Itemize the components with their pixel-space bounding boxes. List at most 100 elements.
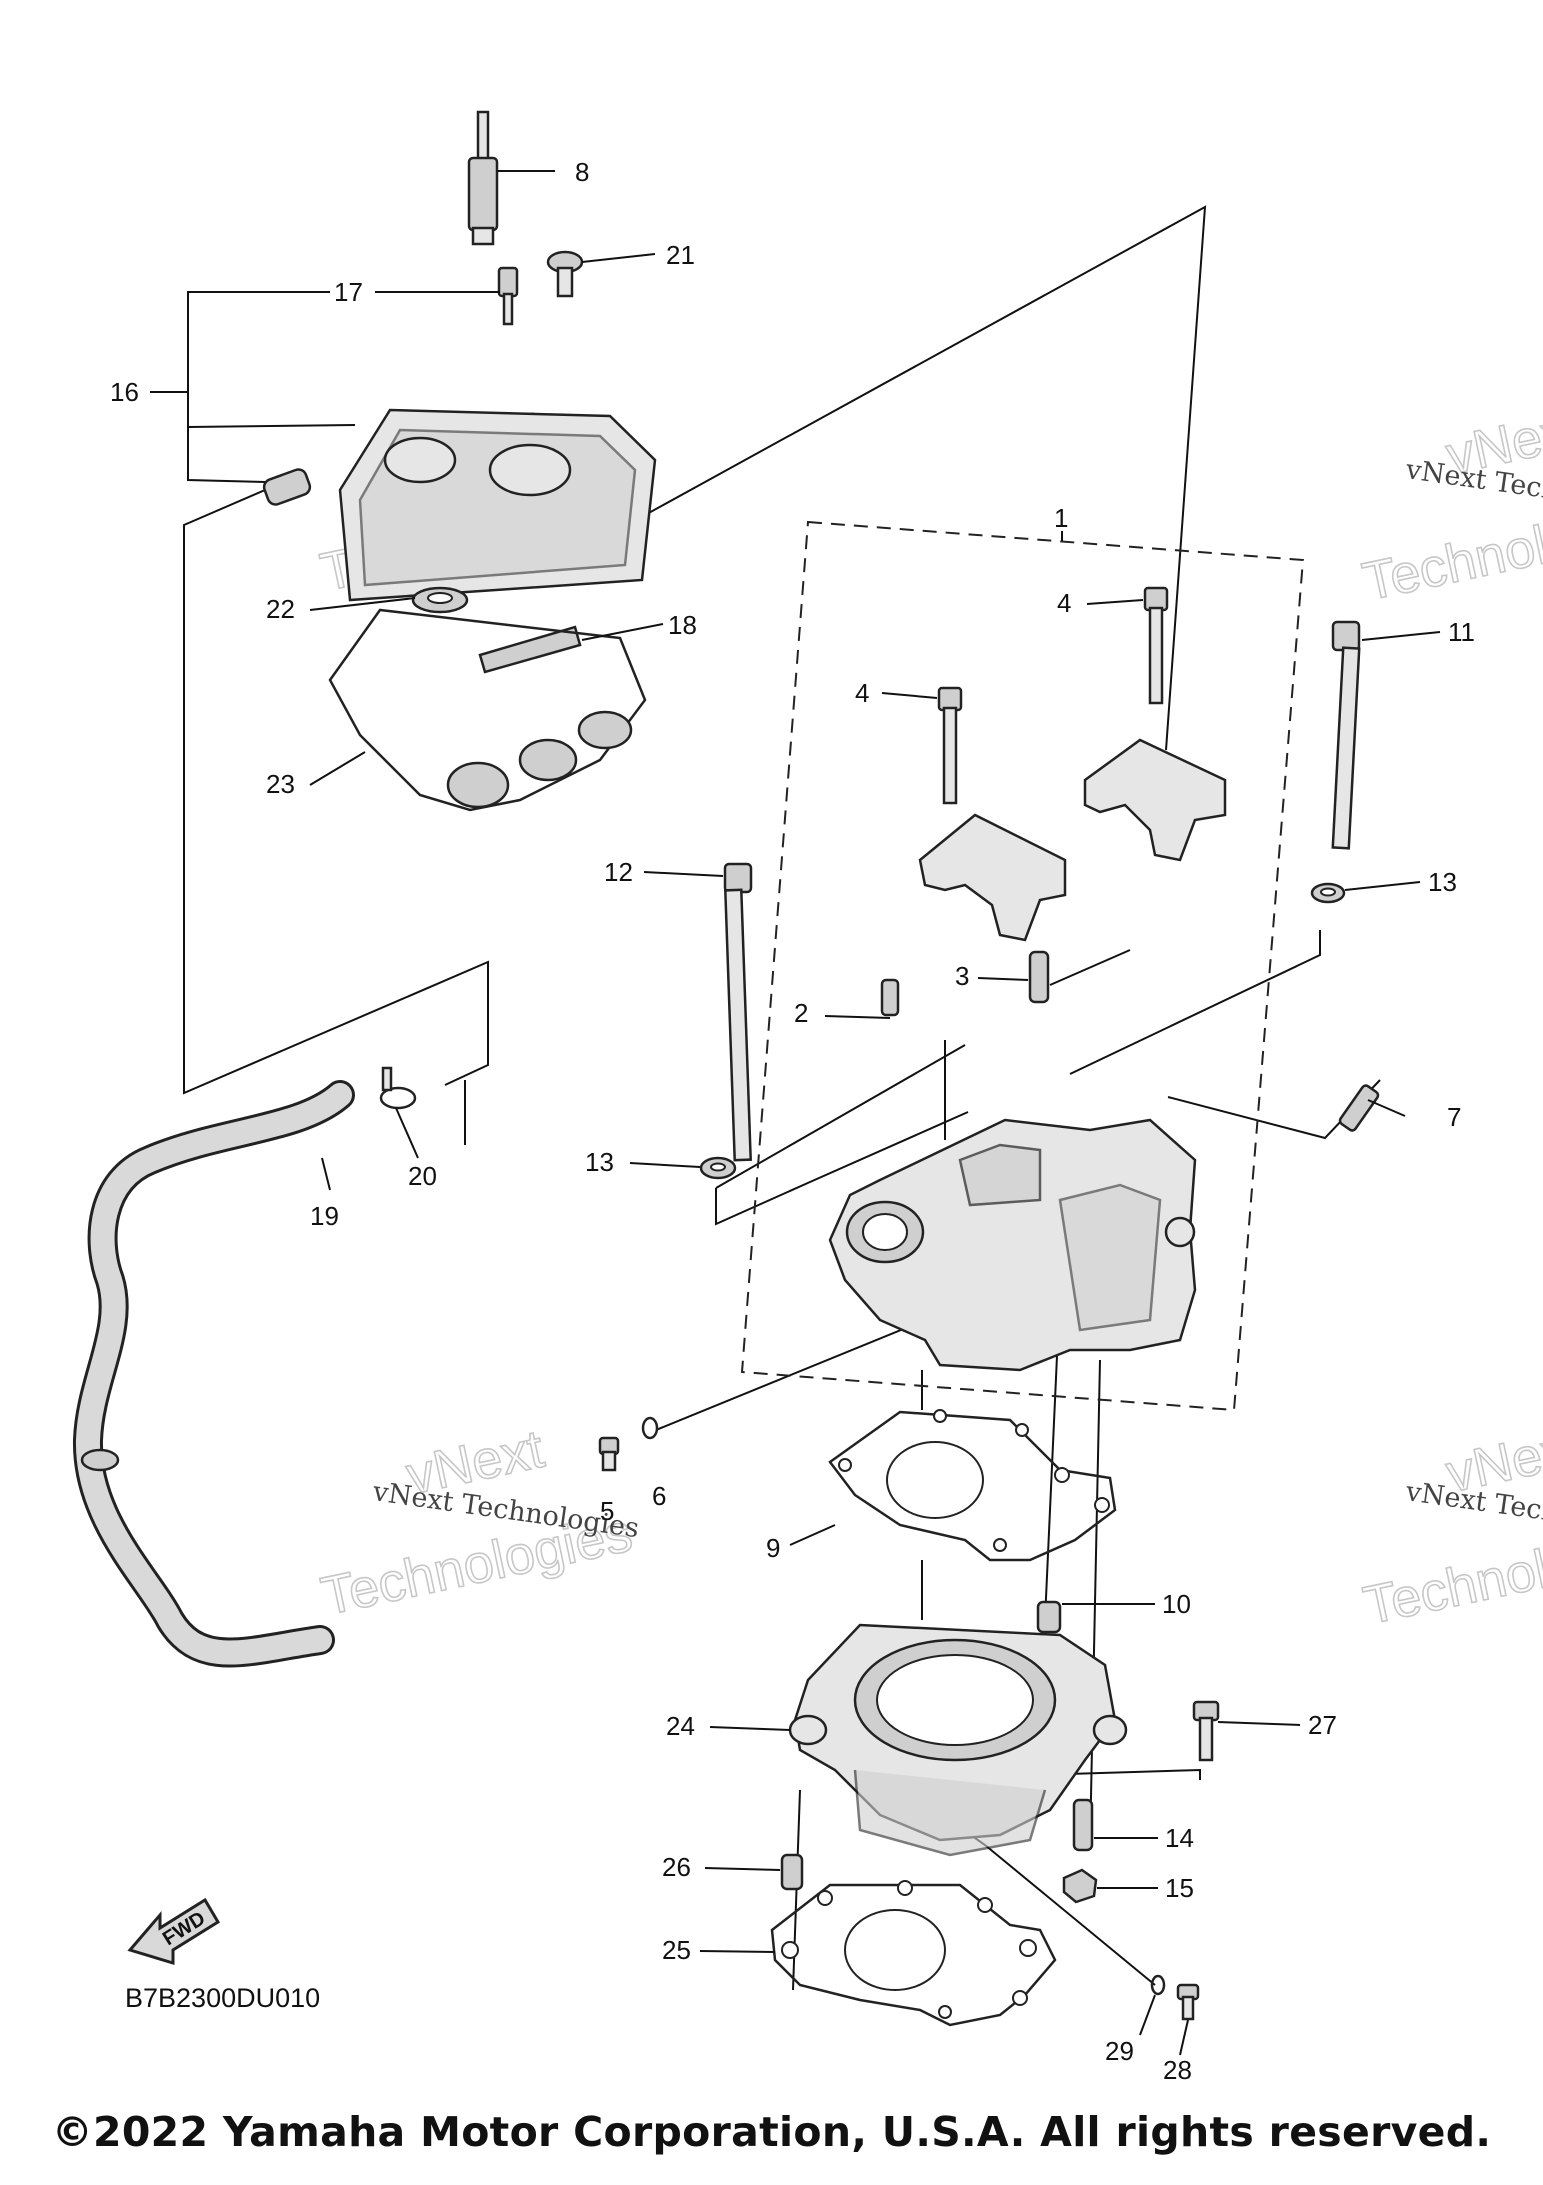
dowel-14[interactable] xyxy=(1072,1798,1094,1852)
callout-19[interactable]: 19 xyxy=(310,1201,339,1231)
spark-plug[interactable] xyxy=(467,110,499,246)
callout-14[interactable]: 14 xyxy=(1165,1823,1194,1853)
leader-16-top xyxy=(150,291,330,393)
bolt-28[interactable] xyxy=(1176,1983,1200,2021)
callout-23[interactable]: 23 xyxy=(266,769,295,799)
cylinder-block[interactable] xyxy=(788,1623,1128,1857)
callout-15[interactable]: 15 xyxy=(1165,1873,1194,1903)
callout-20[interactable]: 20 xyxy=(408,1161,437,1191)
washer-13-left[interactable] xyxy=(699,1156,737,1180)
leader-3 xyxy=(977,977,1029,981)
leader-19 xyxy=(321,1157,331,1191)
dowel-10[interactable] xyxy=(1036,1600,1062,1634)
leader-24 xyxy=(709,1726,791,1731)
pin-7[interactable] xyxy=(1338,1084,1380,1132)
callout-4-lower[interactable]: 4 xyxy=(855,678,869,708)
callout-4-upper[interactable]: 4 xyxy=(1057,588,1071,618)
callout-13-right[interactable]: 13 xyxy=(1428,867,1457,897)
diagram-code: B7B2300DU010 xyxy=(125,1983,320,2013)
callout-2[interactable]: 2 xyxy=(794,998,808,1028)
seal-22[interactable] xyxy=(411,586,469,614)
leader-23 xyxy=(309,751,366,786)
callout-12[interactable]: 12 xyxy=(604,857,633,887)
leader-20 xyxy=(395,1107,419,1159)
callout-17[interactable]: 17 xyxy=(334,277,363,307)
callout-11[interactable]: 11 xyxy=(1448,617,1475,647)
leader-9 xyxy=(789,1524,836,1546)
o-ring-29[interactable] xyxy=(1150,1974,1166,1996)
callout-7[interactable]: 7 xyxy=(1447,1102,1461,1132)
callout-27[interactable]: 27 xyxy=(1308,1710,1337,1740)
leader-12 xyxy=(643,871,724,877)
watermark-text-long: Technologies xyxy=(1358,488,1543,612)
leader-7 xyxy=(1367,1099,1406,1117)
leader-4a xyxy=(1086,599,1144,605)
reference-line-washer-13 xyxy=(1069,930,1321,1075)
leader-2 xyxy=(824,1015,891,1019)
callout-9[interactable]: 9 xyxy=(766,1533,780,1563)
reference-line-cover-to-cam xyxy=(535,205,1207,751)
bolt-17[interactable] xyxy=(497,266,519,326)
callout-25[interactable]: 25 xyxy=(662,1935,691,1965)
callout-28[interactable]: 28 xyxy=(1163,2055,1192,2085)
reference-line-13-bolt xyxy=(715,1111,969,1226)
leader-lines xyxy=(150,170,1441,2056)
coolant-hose-19[interactable] xyxy=(72,1080,355,1668)
reference-line-dowel-14 xyxy=(1089,1359,1101,1846)
leader-13a xyxy=(629,1162,701,1168)
callout-10[interactable]: 10 xyxy=(1162,1589,1191,1619)
bolt-4-lower[interactable] xyxy=(937,686,963,805)
callout-13-left[interactable]: 13 xyxy=(585,1147,614,1177)
callout-8[interactable]: 8 xyxy=(575,157,589,187)
callout-5[interactable]: 5 xyxy=(600,1496,614,1526)
callout-labels: 1 2 3 4 4 5 6 7 8 9 10 11 12 13 13 14 15… xyxy=(110,157,1475,2085)
bolt-27[interactable] xyxy=(1192,1700,1220,1762)
bolt-21[interactable] xyxy=(546,250,584,298)
callout-22[interactable]: 22 xyxy=(266,594,295,624)
callout-1[interactable]: 1 xyxy=(1054,503,1068,533)
gasket-18[interactable] xyxy=(478,625,582,674)
callout-3[interactable]: 3 xyxy=(955,961,969,991)
leader-26 xyxy=(704,1867,781,1871)
leader-27 xyxy=(1217,1721,1301,1726)
reference-line-cap-cam xyxy=(1049,949,1131,986)
dowel-26[interactable] xyxy=(780,1853,804,1891)
reference-line-cover-to-hose xyxy=(183,489,489,1095)
dowel-3[interactable] xyxy=(1028,950,1050,1004)
watermark-lower-right: vNext Technologies vNext Technologies xyxy=(1358,1416,1543,1637)
cylinder-head[interactable] xyxy=(828,1118,1197,1372)
cylinder-head-assembly-boundary xyxy=(740,520,1305,1412)
callout-26[interactable]: 26 xyxy=(662,1852,691,1882)
callout-29[interactable]: 29 xyxy=(1105,2036,1134,2066)
leader-22 xyxy=(309,597,416,611)
washer-13-right[interactable] xyxy=(1310,882,1346,904)
callout-6[interactable]: 6 xyxy=(652,1481,666,1511)
dowel-2[interactable] xyxy=(880,978,900,1017)
cover-gasket-23[interactable] xyxy=(328,608,647,812)
plug-5[interactable] xyxy=(598,1436,620,1472)
callout-21[interactable]: 21 xyxy=(666,240,695,270)
hose-clamp-20[interactable] xyxy=(379,1066,417,1110)
callout-24[interactable]: 24 xyxy=(666,1711,695,1741)
leader-16-sleeve xyxy=(187,392,266,483)
callout-18[interactable]: 18 xyxy=(668,610,697,640)
leader-29 xyxy=(1139,1994,1156,2036)
sleeve-16[interactable] xyxy=(262,467,312,506)
stud-bolt-11[interactable] xyxy=(1331,620,1361,850)
reference-line-bolt-27 xyxy=(1034,1768,1201,1780)
cylinder-head-gasket[interactable] xyxy=(828,1409,1117,1562)
callout-16[interactable]: 16 xyxy=(110,377,139,407)
watermark-lower-left: vNext Technologies vNext Technologies xyxy=(316,1418,641,1628)
camshaft-cap-upper[interactable] xyxy=(1083,738,1227,862)
bolt-4-upper[interactable] xyxy=(1143,586,1169,705)
o-ring-6[interactable] xyxy=(641,1416,659,1440)
leader-16-cover xyxy=(187,424,356,428)
cylinder-base-gasket[interactable] xyxy=(770,1880,1057,2027)
stud-bolt-12[interactable] xyxy=(723,862,753,1162)
parts: FWD xyxy=(72,110,1380,2027)
nut-15[interactable] xyxy=(1062,1868,1098,1904)
camshaft-cap-lower[interactable] xyxy=(918,813,1067,942)
cylinder-head-cover[interactable] xyxy=(338,408,657,602)
watermark-upper-right: vNext Technologies vNext Technologies xyxy=(1357,398,1543,613)
